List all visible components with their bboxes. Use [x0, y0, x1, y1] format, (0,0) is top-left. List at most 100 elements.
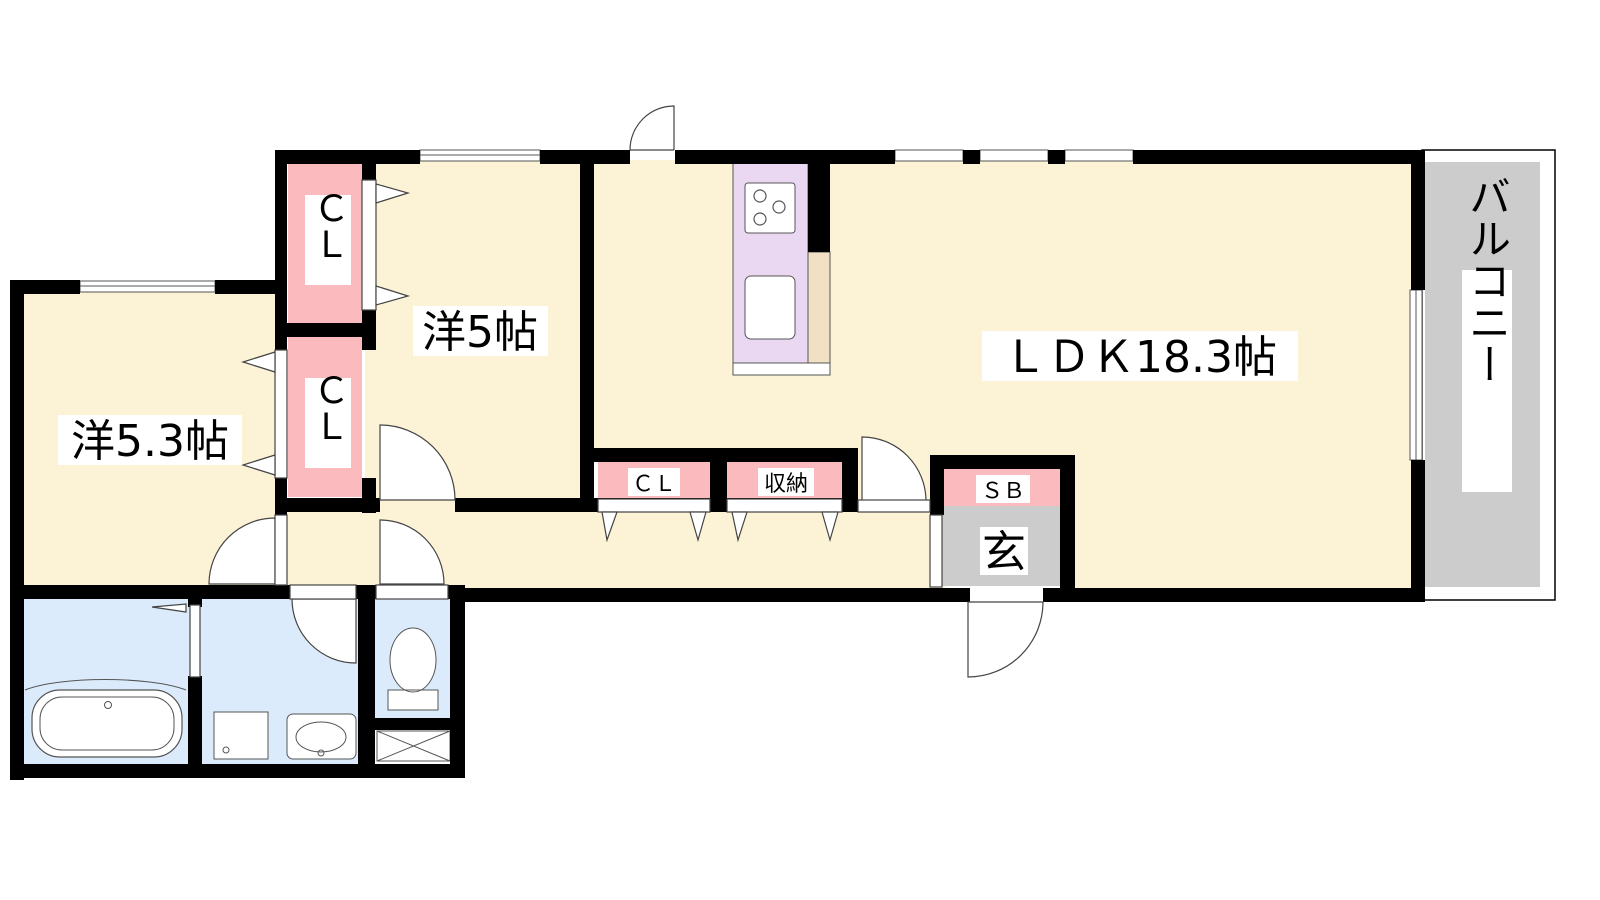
wall-closet-divider-2 [710, 448, 727, 512]
label-bg-room1 [58, 415, 242, 465]
bathtub-icon [31, 689, 183, 758]
closet-2-door-a[interactable] [240, 351, 276, 373]
burner-3-icon [753, 212, 767, 226]
door-bath-fold [151, 603, 187, 613]
wall-top-c [963, 150, 980, 164]
kitchen-counter-front [732, 362, 831, 376]
closet-3-door-b[interactable] [689, 511, 707, 543]
burner-2-icon [772, 200, 786, 214]
wall-toilet-bottom [373, 718, 455, 730]
label-western-room-2: 洋5帖 [422, 307, 538, 358]
wall-room2-bottom-b [455, 498, 600, 512]
storage-door-b[interactable] [821, 511, 839, 543]
toilet-tank [387, 689, 439, 711]
floor-ldk [590, 160, 1415, 455]
doors [151, 105, 1044, 678]
label-bg-room2 [413, 306, 548, 356]
wall-kitchen-divider [808, 150, 830, 252]
washbasin-bowl [295, 721, 347, 753]
label-ldk: ＬＤＫ18.3帖 [1003, 332, 1277, 383]
door-ldk[interactable] [861, 436, 927, 502]
door-room1-frame [274, 514, 288, 586]
door-ldk-frame [857, 499, 931, 513]
kitchen-side-counter [807, 251, 831, 376]
wall-closet-right-mid [362, 310, 376, 350]
label-closet-2: ＣＬ [308, 372, 349, 444]
bathtub-drain-icon [104, 701, 112, 709]
wall-bath-divider [188, 676, 202, 766]
window-ldk-top-3 [1064, 149, 1134, 162]
door-toilet[interactable] [379, 519, 445, 585]
burner-1-icon [753, 189, 767, 203]
sink-icon [744, 275, 796, 340]
fixtures [24, 627, 451, 762]
wall-bottom-right [1043, 588, 1425, 602]
wall-wash-right [358, 599, 375, 769]
closet-1-door-frame [361, 179, 377, 311]
wall-ldk-top-left [275, 150, 420, 164]
wall-right-lower [1411, 460, 1425, 602]
door-wash-frame [289, 584, 357, 600]
label-entrance: 玄 [982, 527, 1026, 578]
wall-bath-bottom [10, 764, 465, 778]
storage-door-a[interactable] [731, 511, 748, 543]
label-western-room-1: 洋5.3帖 [71, 416, 229, 467]
wall-hall-left-bottom [10, 585, 288, 599]
storage-door-frame [726, 498, 843, 513]
wall-toilet-right [450, 599, 465, 778]
door-front[interactable] [967, 601, 1044, 678]
wall-closet-divider-1 [275, 323, 375, 337]
door-entrance-frame [929, 514, 943, 588]
labels: 洋5.3帖 洋5帖 ＬＤＫ18.3帖 ＣＬ ＣＬ ＣＬ 収納 ＳＢ 玄 バルコニ… [58, 175, 1512, 578]
door-room1[interactable] [208, 517, 276, 585]
label-shoe-box: ＳＢ [981, 479, 1025, 504]
label-balcony: バルコニー [1463, 175, 1512, 385]
window-ldk-top-1 [894, 149, 964, 162]
floor-fills [20, 149, 1556, 766]
wall-top-b [675, 150, 895, 164]
closet-2-door-frame [274, 349, 288, 479]
windows [79, 149, 1423, 461]
washing-machine-icon [213, 711, 269, 760]
wall-closet-row-right [842, 448, 858, 512]
door-room2[interactable] [379, 424, 456, 501]
stove [744, 182, 796, 234]
label-bg-shoe-box [976, 475, 1030, 503]
closet-1-door-a[interactable] [375, 183, 411, 204]
label-closet-1: ＣＬ [308, 190, 349, 262]
bath-counter [24, 679, 187, 691]
wall-left-room [10, 280, 24, 780]
closet-3-door-a[interactable] [601, 511, 618, 543]
kitchen [732, 162, 831, 376]
label-bg-storage [758, 468, 814, 496]
closet-2-door-b[interactable] [240, 454, 276, 476]
wall-room2-bottom [275, 498, 380, 512]
wall-right [1411, 150, 1425, 290]
window-ldk-top-2 [979, 149, 1049, 162]
door-bath-frame [189, 604, 201, 678]
label-bg-closet-1 [305, 195, 351, 285]
closet-1-door-b[interactable] [375, 285, 411, 306]
label-storage: 収納 [764, 472, 808, 497]
wall-entrance-top [930, 455, 1075, 469]
door-service-top[interactable] [629, 105, 675, 151]
toilet-bowl-icon [389, 627, 437, 693]
wall-entrance-right [1060, 455, 1075, 602]
wall-closet-right-top [362, 150, 376, 180]
label-bg-entrance [980, 527, 1028, 575]
pipe-shaft-x2 [376, 730, 451, 762]
wall-top-e [1133, 150, 1425, 164]
label-bg-closet-2 [305, 378, 351, 468]
door-toilet-frame [375, 584, 449, 600]
label-closet-3: ＣＬ [632, 472, 676, 497]
wall-room2-right [580, 150, 594, 512]
door-washroom[interactable] [291, 598, 357, 664]
label-bg-balcony [1462, 270, 1512, 492]
washing-machine-drain-icon [222, 746, 230, 754]
wall-entrance-left [930, 455, 944, 515]
wall-bath-divider-top [188, 599, 202, 607]
label-bg-ldk [982, 331, 1298, 381]
wall-room1-top-b [215, 280, 285, 294]
wall-room1-top-a [10, 280, 80, 294]
